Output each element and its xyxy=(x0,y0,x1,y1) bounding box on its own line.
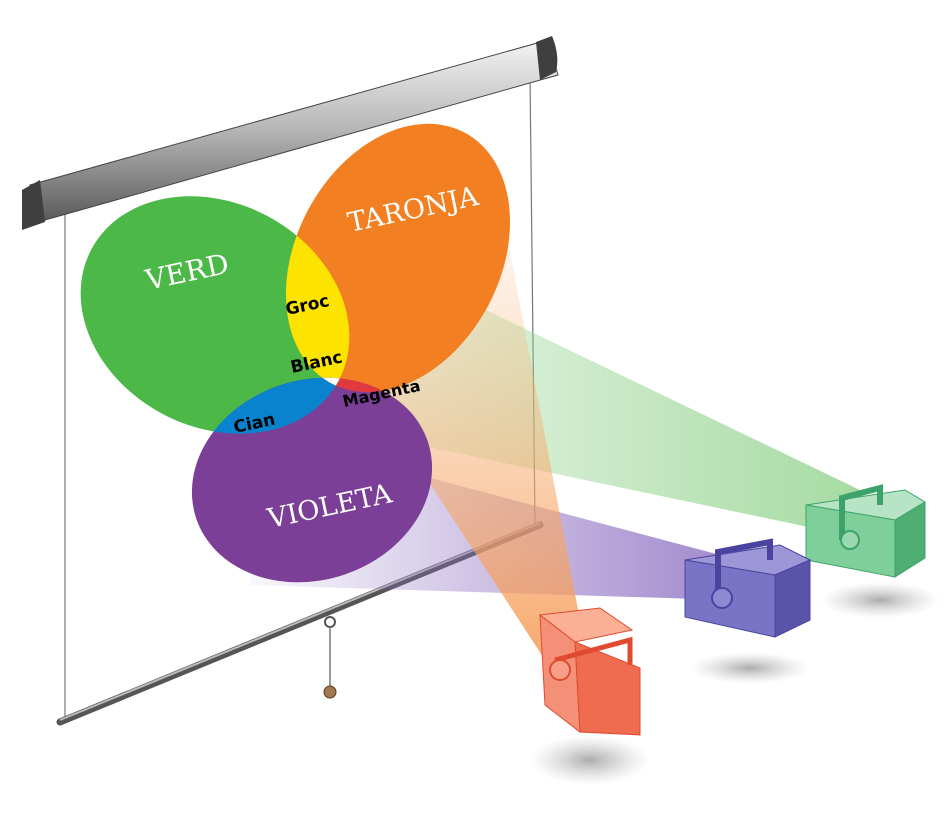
roller-tube xyxy=(22,36,559,230)
pull-cord[interactable] xyxy=(323,616,337,699)
green-projector xyxy=(805,484,926,578)
green-circle xyxy=(80,196,350,434)
orange-projector xyxy=(538,607,641,736)
purple-projector xyxy=(684,538,812,638)
